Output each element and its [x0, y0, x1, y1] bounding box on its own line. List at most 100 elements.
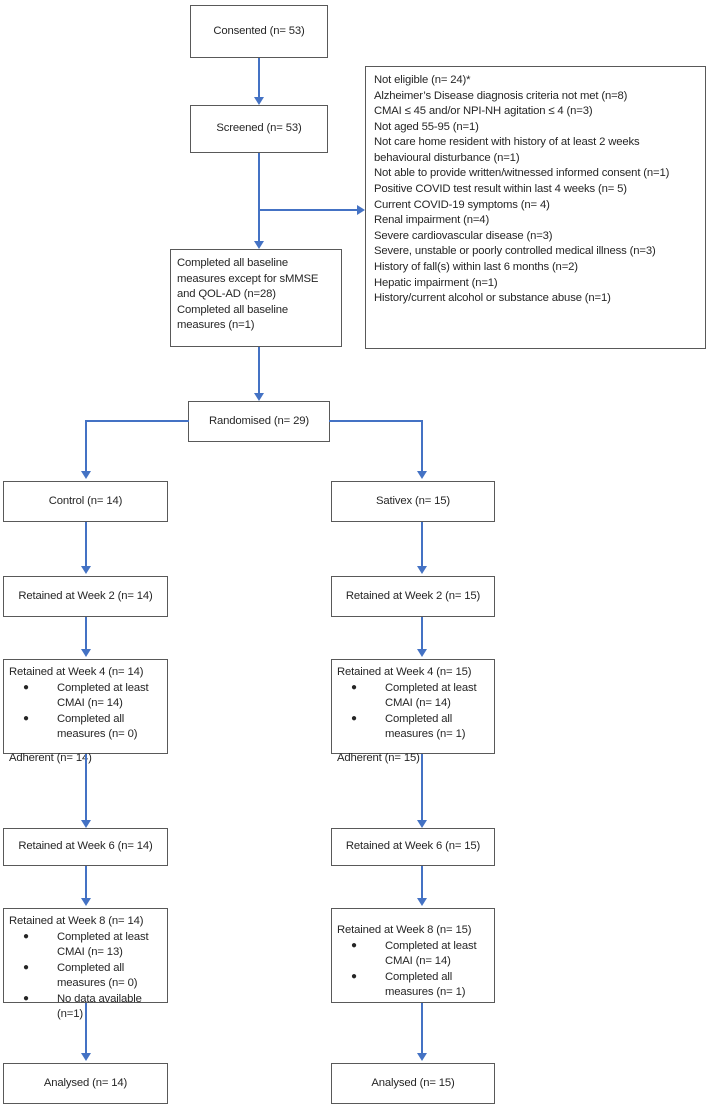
connector-screened-to-not-eligible	[258, 209, 360, 211]
bullet-icon: ●	[23, 962, 29, 974]
connector-baseline-to-randomised	[258, 347, 260, 395]
connector-sativex-week8-to-analysed	[421, 1003, 423, 1055]
spacer	[9, 743, 163, 751]
connector-screened-to-baseline	[258, 153, 260, 243]
not-eligible-reason: Severe cardiovascular disease (n=3)	[374, 229, 553, 242]
arrowhead-screened-to-baseline	[253, 241, 264, 249]
node-baseline-measures: Completed all baseline measures except f…	[170, 249, 342, 347]
arrowhead-screened-to-not-eligible	[357, 204, 365, 215]
connector-control-week8-to-analysed	[85, 1003, 87, 1055]
node-control-week8: Retained at Week 8 (n= 14) ● Completed a…	[3, 908, 168, 1020]
node-sativex-analysed: Analysed (n= 15)	[331, 1063, 495, 1104]
not-eligible-reason: CMAI ≤ 45 and/or NPI-NH agitation ≤ 4 (n…	[374, 105, 593, 118]
not-eligible-reason: Not aged 55-95 (n=1)	[374, 120, 479, 133]
connector-randomised-down-right	[421, 420, 423, 473]
bullet-icon: ●	[351, 713, 357, 725]
control-week8-title: Retained at Week 8 (n= 14)	[9, 915, 144, 927]
arrowhead-control-arm-to-week2	[80, 566, 91, 574]
control-week8-bullet-text: Completed at least CMAI (n= 13)	[57, 930, 149, 959]
connector-control-week4-to-week6	[85, 754, 87, 822]
sativex-week8-bullet-text: Completed all measures (n= 1)	[385, 970, 466, 999]
sativex-week4-bullet: ● Completed at least CMAI (n= 14)	[337, 681, 490, 712]
control-arm-label: Control (n= 14)	[48, 494, 123, 507]
connector-randomised-split-left	[85, 420, 189, 422]
sativex-week6-label: Retained at Week 6 (n= 15)	[345, 840, 481, 853]
node-not-eligible: Not eligible (n= 24)* Alzheimer’s Diseas…	[365, 66, 706, 349]
control-week4-bullet-text: Completed at least CMAI (n= 14)	[57, 681, 149, 710]
arrowhead-sativex-week4-to-week6	[417, 820, 427, 828]
arrowhead-control-week6-to-week8	[80, 898, 91, 906]
not-eligible-reason: Not care home resident with history of a…	[374, 136, 640, 164]
node-randomised-label: Randomised (n= 29)	[209, 414, 309, 427]
control-week4-bullet-text: Completed all measures (n= 0)	[57, 712, 138, 741]
node-consented: Consented (n= 53)	[190, 5, 328, 58]
control-week8-bullet-list: ● Completed at least CMAI (n= 13) ● Comp…	[9, 930, 163, 1023]
node-consented-label: Consented (n= 53)	[213, 24, 305, 37]
node-control-week6: Retained at Week 6 (n= 14)	[3, 828, 168, 866]
connector-control-arm-to-week2	[85, 522, 87, 568]
node-screened-label: Screened (n= 53)	[216, 122, 302, 135]
arrowhead-sativex-week8-to-analysed	[417, 1053, 427, 1061]
node-control-analysed: Analysed (n= 14)	[3, 1063, 168, 1104]
not-eligible-reason: History/current alcohol or substance abu…	[374, 292, 611, 305]
not-eligible-reason: Severe, unstable or poorly controlled me…	[374, 245, 656, 258]
sativex-week4-title: Retained at Week 4 (n= 15)	[337, 666, 472, 678]
control-week8-bullet: ● No data available (n=1)	[9, 992, 163, 1023]
control-week4-bullet: ● Completed all measures (n= 0)	[9, 712, 163, 743]
sativex-week8-bullet: ● Completed at least CMAI (n= 14)	[337, 939, 490, 970]
not-eligible-reason: Alzheimer’s Disease diagnosis criteria n…	[374, 89, 628, 102]
bullet-icon: ●	[23, 931, 29, 943]
not-eligible-reason: Positive COVID test result within last 4…	[374, 183, 627, 196]
control-week4-title: Retained at Week 4 (n= 14)	[9, 666, 144, 678]
sativex-week4-footer: Adherent (n= 15)	[337, 752, 420, 765]
arrowhead-sativex-week6-to-week8	[417, 898, 427, 906]
arrowhead-randomised-to-sativex	[417, 471, 427, 479]
bullet-icon: ●	[23, 682, 29, 694]
not-eligible-reason: Not able to provide written/witnessed in…	[374, 167, 670, 180]
sativex-week8-bullet-list: ● Completed at least CMAI (n= 14) ● Comp…	[337, 939, 490, 1001]
sativex-arm-label: Sativex (n= 15)	[375, 494, 451, 507]
control-week4-footer: Adherent (n= 14)	[9, 752, 92, 765]
arrowhead-sativex-week2-to-week4	[417, 649, 427, 657]
not-eligible-reason: Current COVID-19 symptoms (n= 4)	[374, 198, 550, 211]
control-week4-bullet-list: ● Completed at least CMAI (n= 14) ● Comp…	[9, 681, 163, 743]
node-randomised: Randomised (n= 29)	[188, 401, 330, 442]
baseline-line: Completed all baseline measures (n=1)	[177, 303, 288, 332]
arrowhead-control-week2-to-week4	[80, 649, 91, 657]
baseline-line: Completed all baseline measures except f…	[177, 257, 319, 301]
control-week4-bullet: ● Completed at least CMAI (n= 14)	[9, 681, 163, 712]
connector-consented-to-screened	[258, 58, 260, 99]
connector-control-week2-to-week4	[85, 617, 87, 651]
arrowhead-consented-to-screened	[253, 97, 264, 105]
control-week8-bullet: ● Completed all measures (n= 0)	[9, 961, 163, 992]
sativex-week4-bullet-text: Completed at least CMAI (n= 14)	[385, 681, 477, 710]
sativex-week8-title: Retained at Week 8 (n= 15)	[337, 924, 472, 936]
sativex-week4-bullet: ● Completed all measures (n= 1)	[337, 712, 490, 743]
arrowhead-control-week8-to-analysed	[80, 1053, 91, 1061]
bullet-icon: ●	[23, 993, 29, 1005]
connector-sativex-arm-to-week2	[421, 522, 423, 568]
bullet-icon: ●	[23, 713, 29, 725]
connector-sativex-week4-to-week6	[421, 754, 423, 822]
not-eligible-reason: History of fall(s) within last 6 months …	[374, 260, 578, 273]
control-week8-bullet-text: Completed all measures (n= 0)	[57, 961, 138, 990]
sativex-analysed-label: Analysed (n= 15)	[371, 1076, 455, 1089]
spacer	[337, 743, 490, 751]
connector-sativex-week2-to-week4	[421, 617, 423, 651]
sativex-week8-bullet-text: Completed at least CMAI (n= 14)	[385, 939, 477, 968]
node-screened: Screened (n= 53)	[190, 105, 328, 153]
bullet-icon: ●	[351, 971, 357, 983]
sativex-week2-label: Retained at Week 2 (n= 15)	[345, 589, 481, 602]
connector-randomised-split-right	[329, 420, 423, 422]
arrowhead-baseline-to-randomised	[253, 393, 264, 401]
node-sativex-arm: Sativex (n= 15)	[331, 481, 495, 522]
arrowhead-randomised-to-control	[80, 471, 91, 479]
control-week8-bullet-text: No data available (n=1)	[57, 992, 142, 1021]
node-control-arm: Control (n= 14)	[3, 481, 168, 522]
bullet-icon: ●	[351, 940, 357, 952]
node-sativex-week2: Retained at Week 2 (n= 15)	[331, 576, 495, 617]
sativex-week8-bullet: ● Completed all measures (n= 1)	[337, 970, 490, 1001]
arrowhead-sativex-arm-to-week2	[417, 566, 427, 574]
sativex-week4-bullet-list: ● Completed at least CMAI (n= 14) ● Comp…	[337, 681, 490, 743]
